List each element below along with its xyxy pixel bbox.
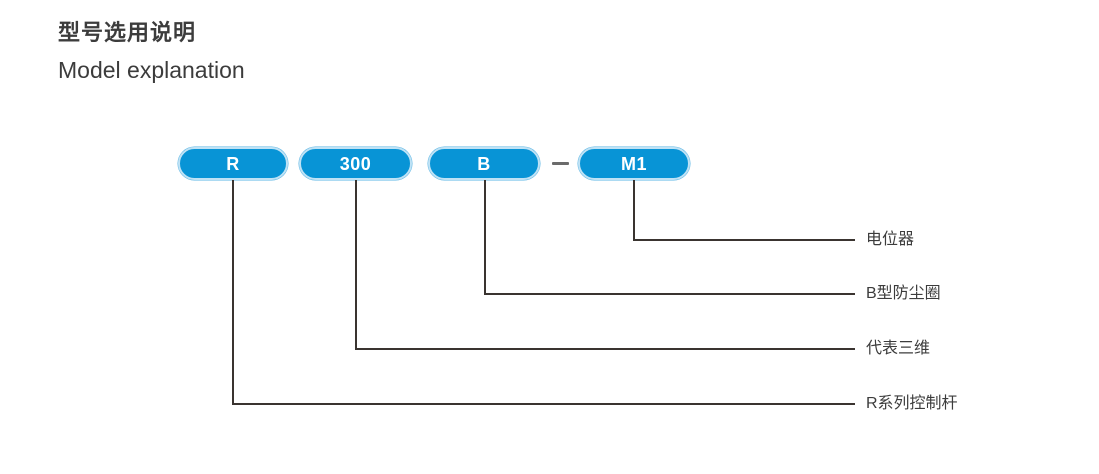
- heading-block: 型号选用说明 Model explanation: [58, 18, 245, 86]
- code-pill-boot[interactable]: B: [428, 147, 540, 180]
- page-title-en: Model explanation: [58, 57, 245, 83]
- code-pill-size-label: 300: [339, 153, 372, 174]
- leader-hline-series: [232, 403, 855, 405]
- code-pill-potentiometer[interactable]: M1: [578, 147, 690, 180]
- leader-vline-series: [232, 180, 234, 404]
- leader-vline-potentiometer: [633, 180, 635, 240]
- code-separator-dash: [552, 162, 569, 165]
- leader-label-size: 代表三维: [866, 340, 931, 357]
- page-title-cn: 型号选用说明: [58, 20, 197, 45]
- code-pill-series[interactable]: R: [178, 147, 288, 180]
- leader-vline-size: [355, 180, 357, 349]
- leader-label-boot: B型防尘圈: [866, 285, 941, 302]
- leader-label-potentiometer: 电位器: [866, 231, 915, 248]
- leader-vline-boot: [484, 180, 486, 294]
- code-pill-size[interactable]: 300: [299, 147, 412, 180]
- code-pill-potentiometer-label: M1: [620, 153, 647, 174]
- leader-hline-boot: [484, 293, 855, 295]
- code-pill-boot-label: B: [477, 153, 491, 174]
- leader-hline-size: [355, 348, 855, 350]
- leader-label-series: R系列控制杆: [866, 395, 958, 412]
- leader-hline-potentiometer: [633, 239, 855, 241]
- code-pill-series-label: R: [226, 153, 240, 174]
